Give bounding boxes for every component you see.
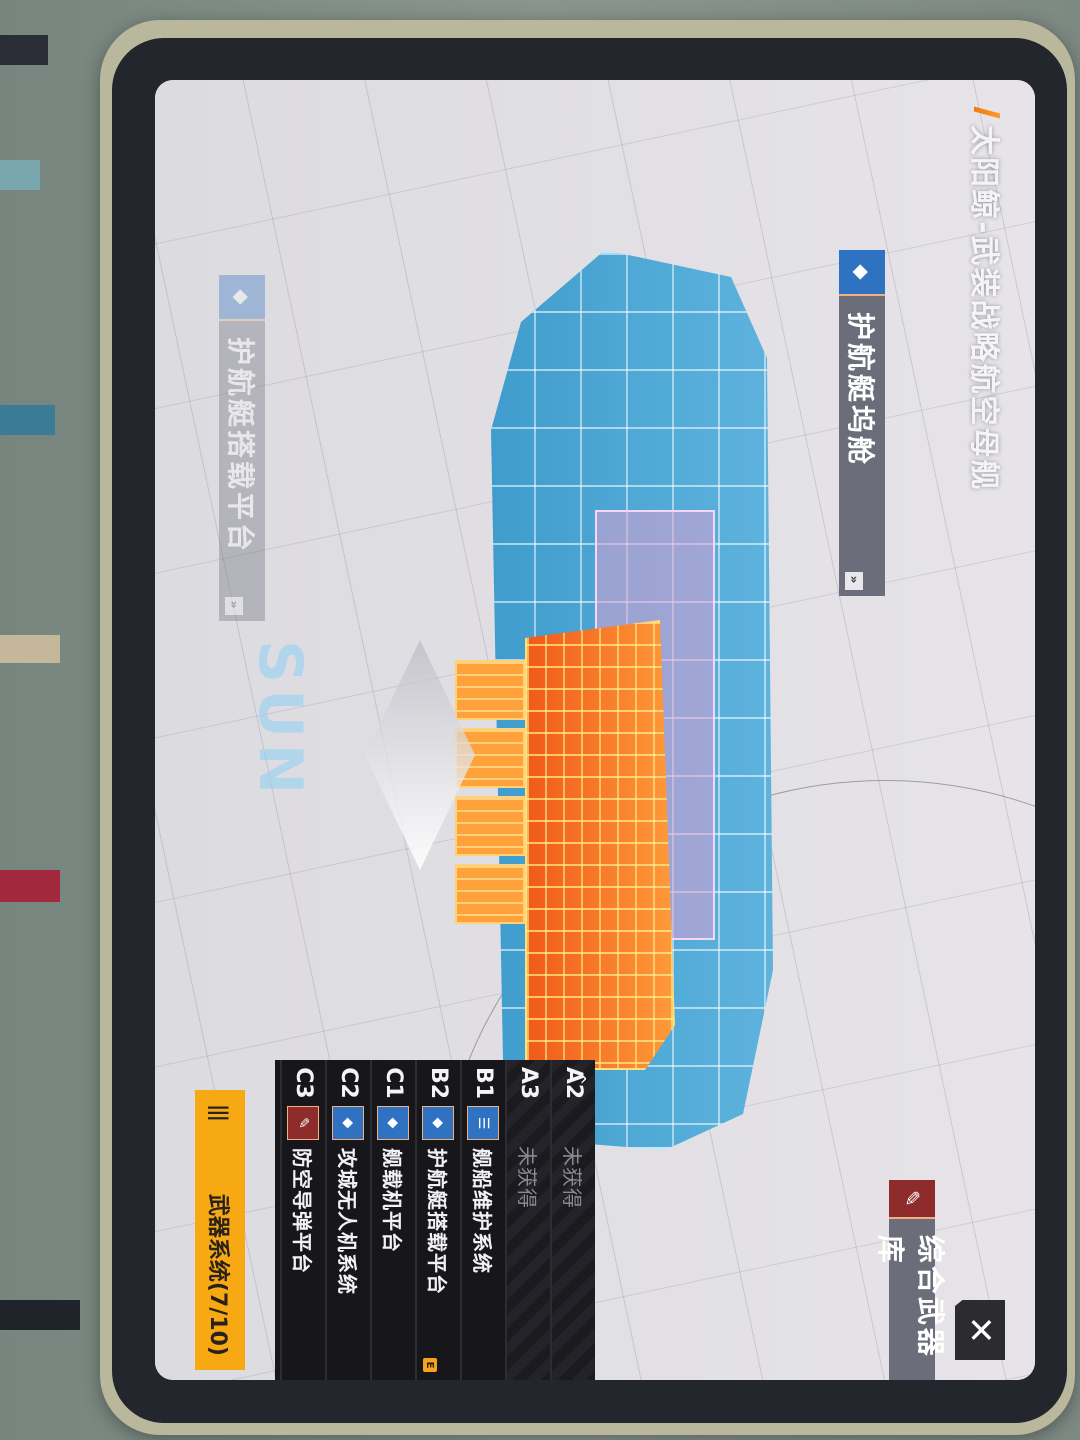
module-name: 舰船维护系统 (470, 1148, 494, 1274)
drone-icon: ◆ (377, 1106, 410, 1140)
chevron-up-icon[interactable]: ^ (570, 1072, 589, 1086)
module-code: A3 (516, 1066, 541, 1100)
drone-icon: ◆ (422, 1106, 455, 1140)
module-row-a2[interactable]: ^ A2 未获得 (550, 1060, 595, 1380)
fabric-pattern (0, 405, 55, 435)
fabric-pattern (0, 160, 40, 190)
module-row-c1[interactable]: C1 ◆ 舰载机平台 (370, 1060, 415, 1380)
module-code: C3 (291, 1067, 316, 1099)
fabric-pattern (0, 870, 60, 902)
menu-bars-icon: ||| (208, 1104, 232, 1120)
module-code: C2 (336, 1067, 361, 1099)
module-code: B2 (426, 1066, 451, 1100)
chevron-right-icon: » (225, 597, 243, 615)
callout-escort-dock[interactable]: ◆ 护航艇坞舱 » (839, 250, 885, 596)
module-name: 未获得 (515, 1146, 539, 1209)
title-bar: 太阳鲸-武装战略航空母舰 (965, 106, 1009, 492)
ship-pod (455, 864, 525, 924)
ship-pod (455, 796, 525, 856)
maintenance-icon: ☰ (467, 1106, 500, 1140)
chevron-right-icon: » (845, 572, 863, 590)
ship-schematic[interactable] (425, 250, 825, 1180)
module-row-b2[interactable]: B2 ◆ 护航艇搭载平台 E (415, 1060, 460, 1380)
weapon-tab-label: 武器系统(7/10) (205, 1193, 230, 1356)
module-row-c2[interactable]: C2 ◆ 攻城无人机系统 (325, 1060, 370, 1380)
drone-icon: ◆ (332, 1106, 365, 1140)
close-button[interactable]: ✕ (955, 1300, 1005, 1360)
module-row-b1[interactable]: B1 ☰ 舰船维护系统 (460, 1060, 505, 1380)
tablet-screen: 太阳鲸-武装战略航空母舰 ✕ SUN ◆ 护航艇坞舱 » (155, 80, 1035, 1380)
page-title: 太阳鲸-武装战略航空母舰 (966, 125, 1001, 492)
ship-section-highlighted (525, 620, 675, 1070)
callout-label: 护航艇坞舱 (844, 312, 877, 468)
module-name: 攻城无人机系统 (335, 1148, 359, 1295)
module-code: C1 (381, 1067, 406, 1099)
missile-icon: ✎ (287, 1106, 320, 1140)
callout-label: 护航艇搭载平台 (224, 337, 257, 555)
game-view: 太阳鲸-武装战略航空母舰 ✕ SUN ◆ 护航艇坞舱 » (155, 80, 1035, 1380)
callout-armory[interactable]: ✎ 综合武器库 (874, 1180, 947, 1380)
fabric-pattern (0, 635, 60, 663)
module-row-c3[interactable]: C3 ✎ 防空导弹平台 (280, 1060, 325, 1380)
missile-icon: ✎ (889, 1180, 935, 1219)
title-accent (974, 106, 1000, 119)
callout-escort-platform[interactable]: ◆ 护航艇搭载平台 » (219, 275, 265, 621)
close-icon: ✕ (960, 1315, 1000, 1345)
module-code: B1 (471, 1066, 496, 1100)
drone-icon: ◆ (219, 275, 265, 321)
rank-badge: E (423, 1358, 437, 1372)
weapon-system-tab[interactable]: ||| 武器系统(7/10) (195, 1090, 245, 1370)
module-name: 防空导弹平台 (290, 1148, 314, 1274)
watermark-decoration: SUN (245, 640, 315, 801)
module-name: 未获得 (560, 1146, 584, 1209)
ship-pods (455, 660, 525, 924)
module-list: ^ A2 未获得 A3 未获得 B1 ☰ 舰船维护系统 B2 ◆ 护航艇搭载平台… (275, 1060, 595, 1380)
ship-pod (455, 660, 525, 720)
module-name: 护航艇搭载平台 (425, 1148, 449, 1295)
callout-label: 综合武器库 (874, 1234, 947, 1359)
fabric-pattern (0, 1300, 80, 1330)
module-row-a3[interactable]: A3 未获得 (505, 1060, 550, 1380)
module-name: 舰载机平台 (380, 1148, 404, 1253)
drone-icon: ◆ (839, 250, 885, 296)
fabric-pattern (0, 35, 48, 65)
